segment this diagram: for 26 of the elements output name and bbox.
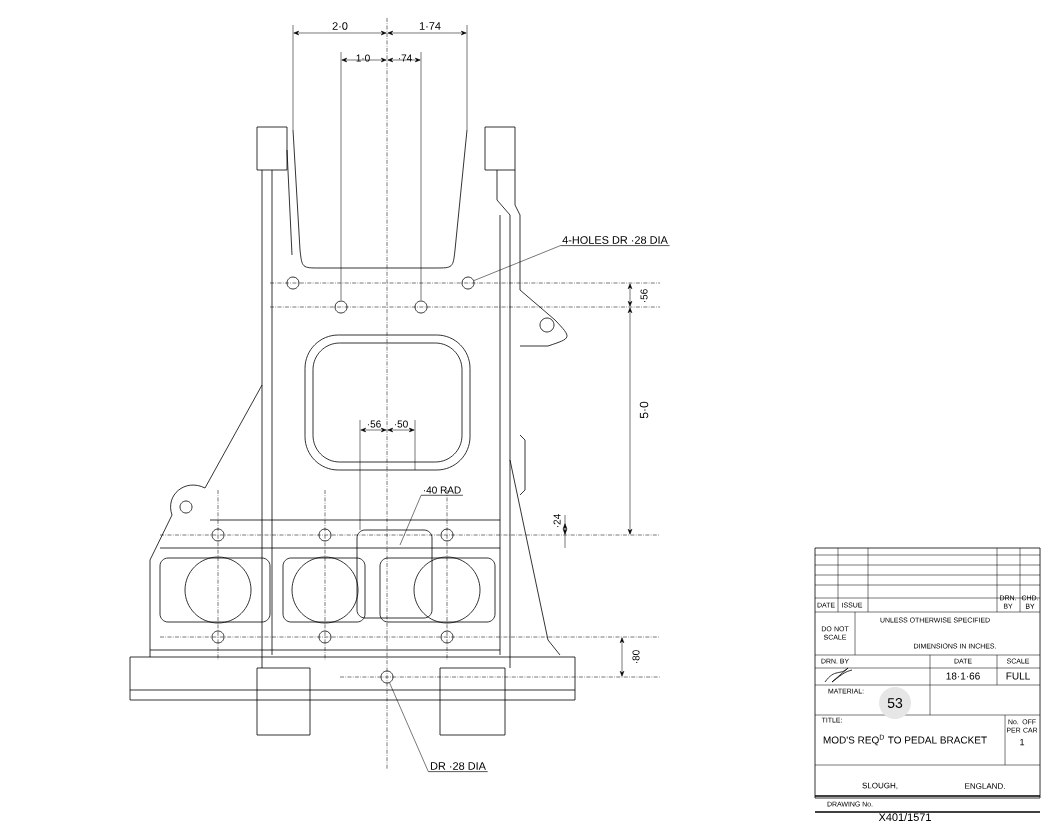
dimension-text: 5·0 [639,401,649,419]
drawing-number: X401/1571 [878,813,931,821]
field-value: 1 [1020,738,1025,746]
dimension-text: 1·0 [356,54,370,62]
leader-line [473,245,561,281]
stamp-number: 53 [879,687,911,719]
dimension-text: ·50 [394,420,408,428]
callout-text: 4-HOLES DR ·28 DIA [560,236,670,246]
dimension-text: 2·0 [332,22,348,30]
hole [380,670,394,684]
callout-text: ·40 RAD [420,486,464,496]
field-value: 18·1·66 [946,672,980,680]
address-text: SLOUGH, [862,782,898,790]
leader-line [399,495,422,546]
field-value: FULL [1006,672,1030,680]
dimension-text: ·80 [632,650,640,664]
dimension-text: 1·74 [419,22,441,30]
leader-line [389,682,429,772]
dimension-text: ·56 [367,420,381,428]
drawing-title: MOD'S REQ$^{D}$ TO PEDAL BRACKET [823,734,987,746]
dimension-text: ·74 [398,54,412,62]
hole [461,276,475,290]
callout-text: DR ·28 DIA [428,762,489,772]
dimension-text: ·24 [553,514,561,528]
address-text: ENGLAND. [965,783,1005,789]
dimension-text: ·56 [640,289,648,303]
